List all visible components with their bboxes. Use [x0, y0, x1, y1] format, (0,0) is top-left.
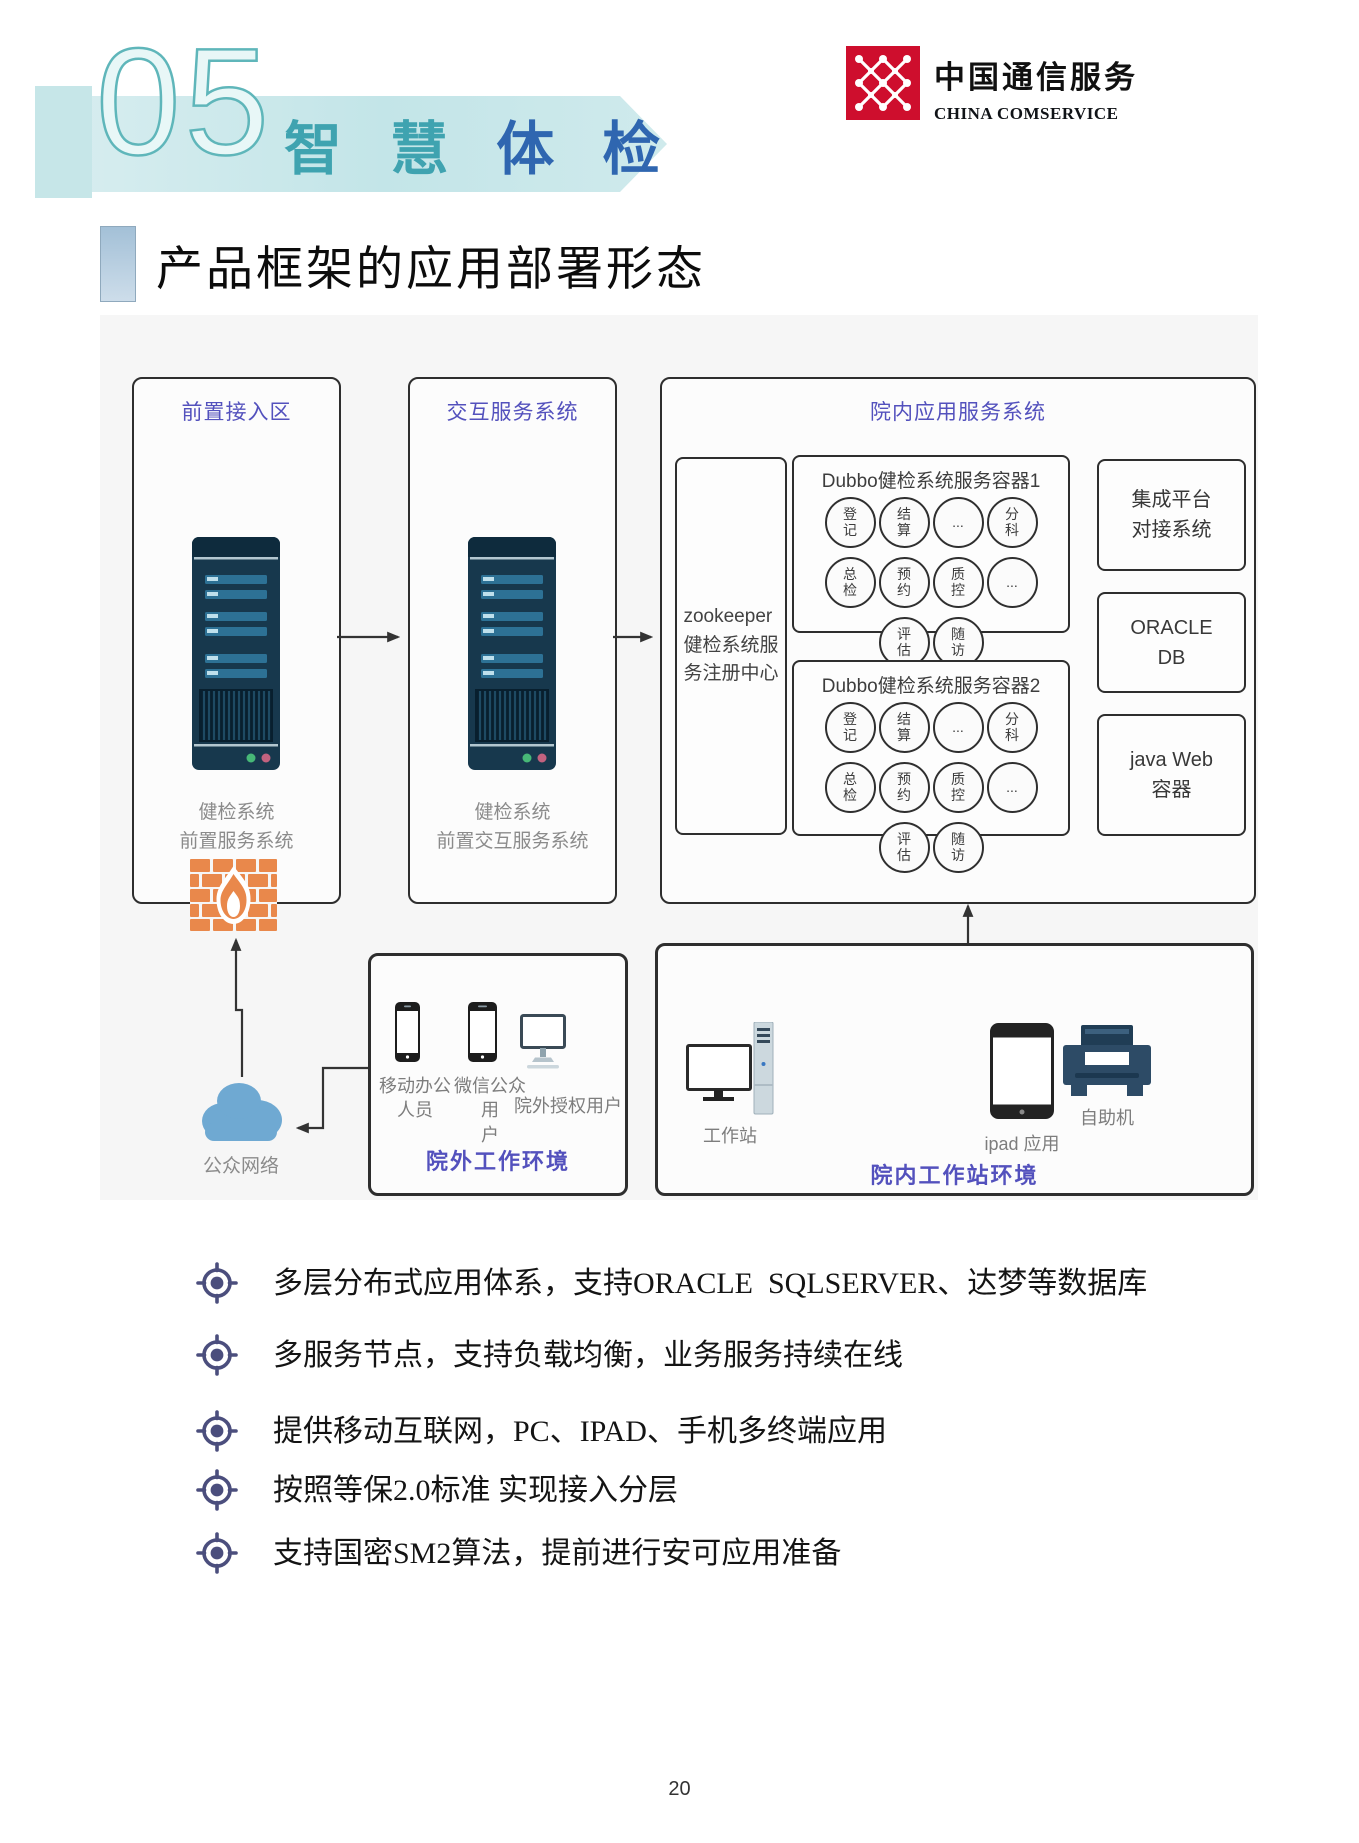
service-grid: 登 记结 算...分 科总 检预 约质 控...评 估随 访 — [804, 701, 1058, 881]
ipad-app-label: ipad 应用 — [984, 1134, 1060, 1154]
service-circle: 结 算 — [878, 702, 930, 753]
service-circle: 随 访 — [932, 822, 984, 873]
feature-item: 多层分布式应用体系，支持ORACLE SQLSERVER、达梦等数据库 — [196, 1262, 1206, 1304]
service-circle: ... — [986, 557, 1038, 608]
logo-lattice-icon — [846, 46, 920, 120]
kiosk-label: 自助机 — [1080, 1108, 1134, 1128]
service-circle: 总 检 — [824, 762, 876, 813]
zookeeper-registry-box: zookeeper 健检系统服 务注册中心 — [675, 457, 787, 835]
section-banner-accent — [35, 86, 92, 198]
mobile-phone-icon — [395, 1002, 420, 1062]
mobile-office-user-label: 移动办公 人员 — [379, 1076, 451, 1121]
feature-text: 按照等保2.0标准 实现接入分层 — [273, 1473, 678, 1507]
frontend-server-label: 健检系统 前置服务系统 — [179, 802, 294, 852]
service-circle: 分 科 — [986, 497, 1038, 548]
internal-env-box: 工作站 ipad 应用 自助机 院内工作站环境 — [655, 943, 1254, 1196]
section-number: 05 — [95, 17, 274, 187]
feature-text: 支持国密SM2算法，提前进行安可应用准备 — [273, 1536, 842, 1570]
hospital-zone-box: 院内应用服务系统 zookeeper 健检系统服 务注册中心 Dubbo健检系统… — [660, 377, 1256, 904]
logo-text: 中国通信服务 CHINA COMSERVICE — [934, 46, 1138, 124]
section-title-part2: 体 检 — [496, 117, 677, 182]
interactive-server-label: 健检系统 前置交互服务系统 — [436, 802, 589, 852]
dubbo-container-2: Dubbo健检系统服务容器2 登 记结 算...分 科总 检预 约质 控...评… — [792, 660, 1070, 873]
container-title: Dubbo健检系统服务容器1 — [821, 471, 1041, 492]
service-circle: 登 记 — [824, 702, 876, 753]
firewall-icon — [190, 859, 277, 931]
section-title: 智 慧 体 检 — [284, 102, 676, 186]
external-env-title: 院外工作环境 — [425, 1149, 570, 1174]
frontend-zone-title: 前置接入区 — [181, 401, 292, 424]
service-grid: 登 记结 算...分 科总 检预 约质 控...评 估随 访 — [804, 496, 1058, 676]
service-circle: ... — [932, 497, 984, 548]
page-number: 20 — [668, 1778, 691, 1800]
feature-item: 提供移动互联网，PC、IPAD、手机多终端应用 — [196, 1410, 1206, 1452]
self-service-kiosk-icon — [1063, 1025, 1151, 1096]
frontend-zone-box: 前置接入区 健检系统 前置服务系统 — [132, 377, 341, 931]
external-authorized-user-label: 院外授权用户 — [514, 1096, 622, 1116]
service-circle: 结 算 — [878, 497, 930, 548]
wechat-user-label: 微信公众用 户 — [454, 1076, 526, 1145]
target-bullet-icon — [196, 1262, 238, 1304]
feature-list: 多层分布式应用体系，支持ORACLE SQLSERVER、达梦等数据库 多服务节… — [196, 1262, 1206, 1574]
target-bullet-icon — [196, 1532, 238, 1574]
workstation-icon — [686, 1022, 774, 1115]
service-circle: 分 科 — [986, 702, 1038, 753]
desktop-monitor-icon — [520, 1014, 566, 1069]
interactive-zone-title: 交互服务系统 — [446, 401, 579, 424]
server-icon — [468, 537, 556, 770]
wechat-phone-icon — [468, 1002, 497, 1062]
feature-text: 多层分布式应用体系，支持ORACLE SQLSERVER、达梦等数据库 — [273, 1266, 1148, 1300]
internal-env-title: 院内工作站环境 — [870, 1163, 1039, 1188]
service-circle: 质 控 — [932, 762, 984, 813]
public-network-label: 公众网络 — [202, 1156, 279, 1177]
target-bullet-icon — [196, 1469, 238, 1511]
container-title: Dubbo健检系统服务容器2 — [821, 676, 1041, 697]
service-circle: 质 控 — [932, 557, 984, 608]
section-title-part1: 智 慧 — [284, 117, 465, 182]
service-circle: 评 估 — [878, 822, 930, 873]
oracle-db-box: ORACLE DB — [1097, 592, 1246, 693]
architecture-diagram: 前置接入区 健检系统 前置服务系统 — [100, 315, 1258, 1200]
feature-text: 提供移动互联网，PC、IPAD、手机多终端应用 — [273, 1414, 887, 1448]
dubbo-container-1: Dubbo健检系统服务容器1 登 记结 算...分 科总 检预 约质 控...评… — [792, 455, 1070, 668]
service-circle: 登 记 — [824, 497, 876, 548]
feature-text: 多服务节点，支持负载均衡，业务服务持续在线 — [273, 1338, 903, 1372]
hospital-zone-title: 院内应用服务系统 — [870, 401, 1046, 424]
logo-name-en: CHINA COMSERVICE — [934, 104, 1119, 123]
service-circle: 预 约 — [878, 557, 930, 608]
target-bullet-icon — [196, 1410, 238, 1452]
integration-platform-box: 集成平台 对接系统 — [1097, 459, 1246, 571]
title-accent-bar — [100, 226, 136, 302]
target-bullet-icon — [196, 1334, 238, 1376]
section-banner-arrow — [35, 96, 667, 192]
feature-item: 支持国密SM2算法，提前进行安可应用准备 — [196, 1532, 1206, 1574]
service-circle: ... — [932, 702, 984, 753]
server-icon — [192, 537, 280, 770]
external-env-box: 移动办公 人员 微信公众用 户 院外授权用户 院外工作环境 — [368, 953, 628, 1196]
workstation-label: 工作站 — [703, 1126, 757, 1146]
interactive-zone-box: 交互服务系统 健检系统 前置交互服务系统 — [408, 377, 617, 904]
service-circle: 预 约 — [878, 762, 930, 813]
java-web-container-box: java Web 容器 — [1097, 714, 1246, 836]
service-circle: ... — [986, 762, 1038, 813]
service-circle: 总 检 — [824, 557, 876, 608]
feature-item: 按照等保2.0标准 实现接入分层 — [196, 1469, 1206, 1511]
service-circle: 评 估 — [878, 617, 930, 668]
feature-item: 多服务节点，支持负载均衡，业务服务持续在线 — [196, 1334, 1206, 1376]
page-title: 产品框架的应用部署形态 — [156, 244, 706, 296]
company-logo: 中国通信服务 CHINA COMSERVICE — [846, 46, 1138, 124]
ipad-icon — [990, 1023, 1054, 1119]
logo-name-cn: 中国通信服务 — [934, 60, 1138, 95]
public-network-cloud-icon — [202, 1083, 282, 1141]
